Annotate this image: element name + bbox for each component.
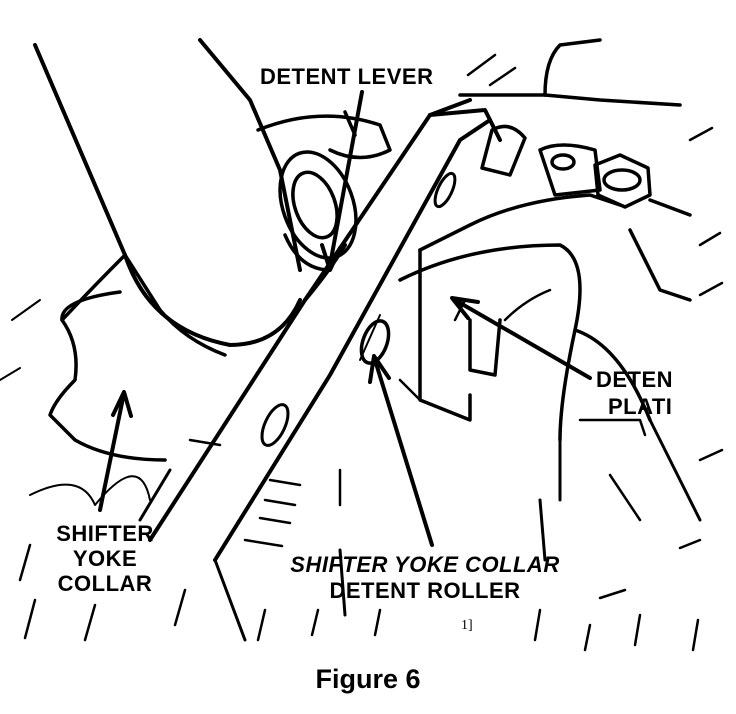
detent-lever-bar (148, 98, 502, 562)
base-outline (138, 418, 702, 642)
page-number: 1] (461, 618, 473, 633)
arrow-shifter-yoke-collar (98, 396, 125, 512)
label-shifter-yoke-collar-line3: COLLAR (57, 571, 153, 596)
shifter-tube (33, 38, 302, 347)
leader-arrows (98, 90, 592, 547)
label-roller-line1: SHIFTER YOKE COLLAR (290, 552, 560, 577)
shifter-yoke-collar-shape (0, 253, 227, 506)
arrow-roller-head (368, 354, 391, 384)
label-detent-lever: DETENT LEVER (260, 64, 434, 89)
label-detent-plate-line1: DETEN (596, 367, 674, 392)
hex-nut (480, 124, 652, 209)
figure-caption: Figure 6 (315, 664, 421, 694)
label-shifter-yoke-collar-line2: YOKE (72, 546, 138, 571)
detent-roller (359, 314, 391, 365)
label-detent-plate-line2: PLATI (608, 394, 673, 419)
arrow-detent-lever-head (320, 243, 342, 272)
arrow-detent-plate (453, 298, 592, 380)
arrow-roller (373, 358, 434, 547)
hatching (18, 53, 724, 652)
label-shifter-yoke-collar-line1: SHIFTER (56, 521, 154, 546)
label-roller-line2: DETENT ROLLER (329, 578, 521, 603)
arrow-detent-plate-head (450, 296, 480, 320)
arrow-shifter-yoke-collar-head (111, 390, 133, 418)
arrow-detent-lever (328, 90, 364, 267)
housing-outline (458, 38, 692, 322)
detent-plate-shape (398, 193, 652, 442)
